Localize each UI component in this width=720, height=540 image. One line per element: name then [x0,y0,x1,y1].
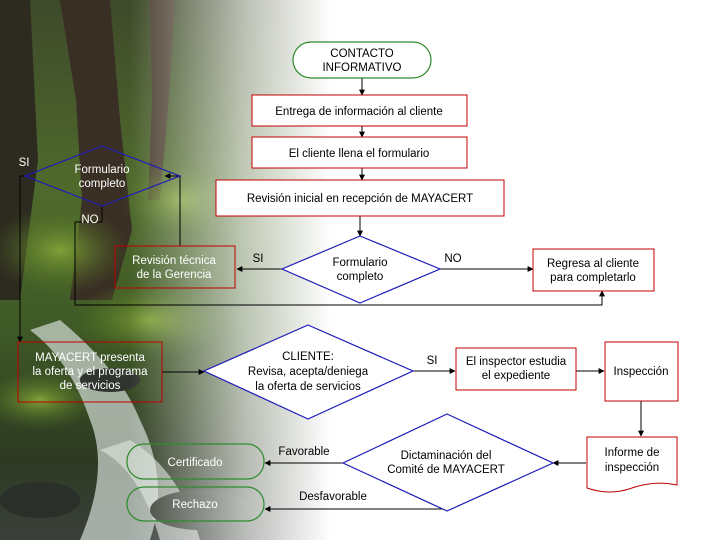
decision-cliente: CLIENTE: Revisa, acepta/deniega la ofert… [202,324,415,420]
step-revision-tecnica: Revisión técnica de la Gerencia [114,245,236,289]
step-inspeccion-box [604,341,679,402]
label-desfavorable: Desfavorable [299,491,367,503]
arrow-revtec-to-decision2 [164,173,181,246]
arrow-decision2-si [17,175,25,343]
doc-informe-shape [586,436,678,493]
decision-cliente-shape [202,324,415,420]
decision-formulario-shape [280,235,442,304]
start-label-line1: CONTACTO [330,48,394,60]
step-inspector: El inspector estudia el expediente [455,347,577,391]
step-entrega: Entrega de información al cliente [251,94,468,127]
label-si-formulario-2: SI [19,157,30,169]
step-revision-tecnica-line2: de la Gerencia [137,269,212,281]
decision-formulario-2: Formulario completo [23,145,182,207]
step-revision-inicial-box [215,179,505,217]
decision-comite-shape [341,413,555,512]
step-revision-inicial-label: Revisión inicial en recepción de MAYACER… [247,193,473,205]
start-terminal: CONTACTO INFORMATIVO [292,41,432,79]
end-certificado-shape [126,443,265,480]
decision-formulario: Formulario completo [280,235,442,304]
step-llena-label: El cliente llena el formulario [289,148,430,160]
step-llena-box [251,136,468,169]
step-oferta: MAYACERT presenta la oferta y el program… [17,341,163,403]
step-entrega-label: Entrega de información al cliente [275,106,443,118]
step-revision-tecnica-line1: Revisión técnica [132,255,216,267]
decision-cliente-line2: Revisa, acepta/deniega [248,366,369,378]
end-rechazo: Rechazo [126,486,265,522]
label-no-formulario-2: NO [81,214,98,226]
end-certificado-label: Certificado [168,457,223,469]
step-llena: El cliente llena el formulario [251,136,468,169]
doc-informe-line1: Informe de [605,447,660,459]
decision-comite-line2: Comité de MAYACERT [387,464,505,476]
step-revision-inicial: Revisión inicial en recepción de MAYACER… [215,179,505,217]
step-inspector-box [455,347,577,391]
decision-formulario-line2: completo [337,271,384,283]
step-entrega-box [251,94,468,127]
end-certificado: Certificado [126,443,265,480]
label-si-formulario: SI [253,253,264,265]
arrow-decision2-no [74,206,605,306]
start-terminal-shape [292,41,432,79]
doc-informe-line2: inspección [605,462,659,474]
step-oferta-line3: de servicios [60,380,121,392]
step-revision-tecnica-box [114,245,236,289]
decision-formulario-2-line1: Formulario [75,164,130,176]
label-si-cliente: SI [427,355,438,367]
decision-cliente-line3: la oferta de servicios [255,381,361,393]
doc-informe: Informe de inspección [586,436,678,493]
decision-formulario-2-shape [23,145,182,207]
step-oferta-line2: la oferta y el programa [32,366,148,378]
step-inspector-line1: El inspector estudia [466,356,567,368]
decision-cliente-line1: CLIENTE: [282,351,334,363]
step-regresa-box [532,248,655,292]
step-inspeccion-label: Inspección [614,366,669,378]
step-regresa-line1: Regresa al cliente [547,258,639,270]
start-label-line2: INFORMATIVO [322,62,401,74]
decision-comite: Dictaminación del Comité de MAYACERT [341,413,555,512]
end-rechazo-shape [126,486,265,522]
step-inspeccion: Inspección [604,341,679,402]
decision-comite-line1: Dictaminación del [401,450,492,462]
step-regresa: Regresa al cliente para completarlo [532,248,655,292]
step-inspector-line2: el expediente [482,370,550,382]
decision-formulario-line1: Formulario [333,257,388,269]
end-rechazo-label: Rechazo [172,499,217,511]
label-favorable: Favorable [278,446,329,458]
step-oferta-box [17,341,163,403]
decision-formulario-2-line2: completo [79,178,126,190]
step-oferta-line1: MAYACERT presenta [35,352,145,364]
step-regresa-line2: para completarlo [550,272,636,284]
label-no-formulario: NO [444,253,461,265]
